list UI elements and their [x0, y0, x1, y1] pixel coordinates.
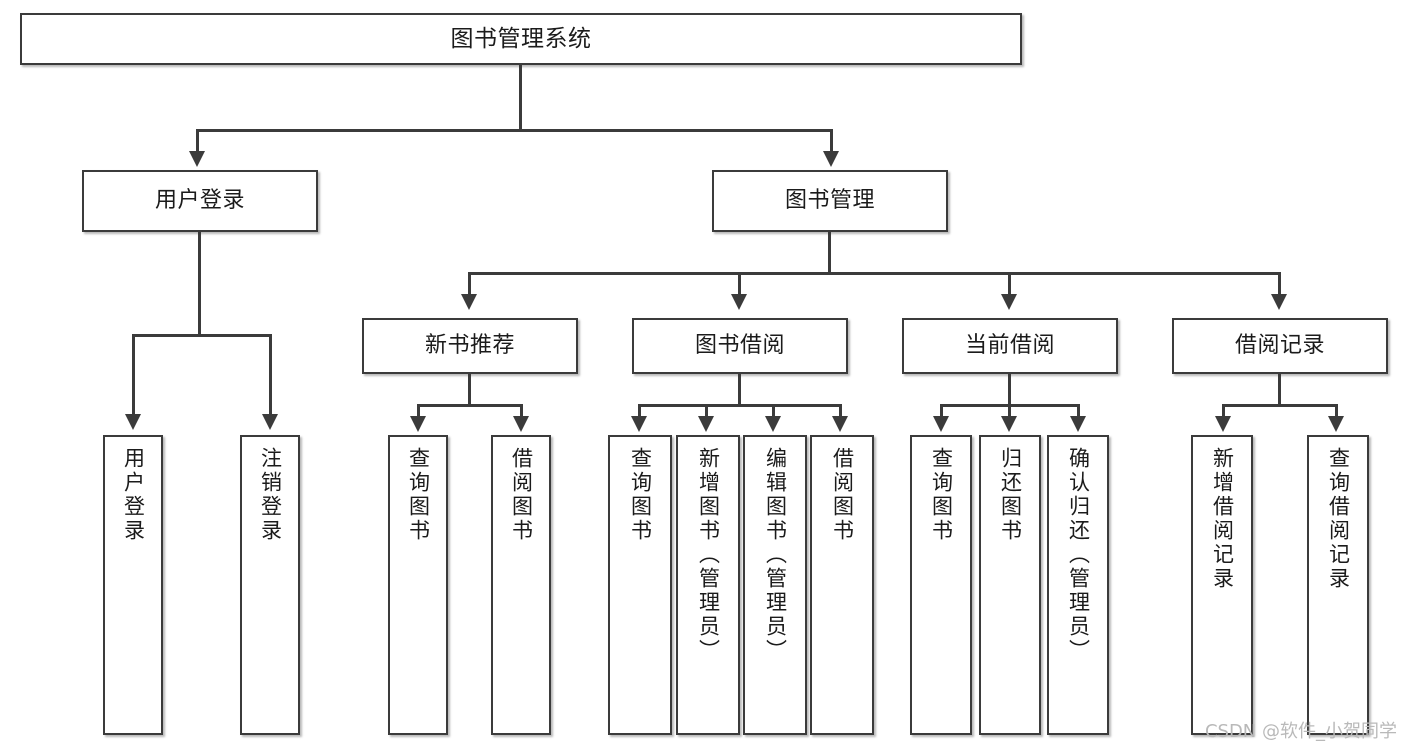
leaf-user-login-login[interactable]: 用户登录 — [103, 435, 163, 735]
connector-to-book-management — [830, 129, 833, 153]
arrowhead-borrow-record-leaf1 — [1215, 416, 1231, 432]
leaf-user-login-logout[interactable]: 注销登录 — [240, 435, 300, 735]
node-label: 编辑图书（管理员） — [763, 447, 788, 663]
node-label: 当前借阅 — [964, 333, 1055, 359]
node-book-management[interactable]: 图书管理 — [712, 170, 948, 232]
node-borrow-record[interactable]: 借阅记录 — [1172, 318, 1388, 374]
node-root-book-management-system[interactable]: 图书管理系统 — [20, 13, 1022, 65]
arrowhead-new-book-recommend — [461, 294, 477, 310]
arrowhead-current-borrow-leaf3 — [1070, 416, 1086, 432]
connector-book-borrow-leaf3 — [772, 404, 775, 418]
node-label: 借阅图书 — [830, 447, 855, 543]
arrowhead-current-borrow — [1001, 294, 1017, 310]
connector-to-current-borrow — [1008, 272, 1011, 296]
node-label: 新书推荐 — [424, 333, 515, 359]
arrowhead-book-borrow-leaf2 — [698, 416, 714, 432]
node-label: 查询借阅记录 — [1326, 447, 1351, 591]
node-label: 确认归还（管理员） — [1066, 447, 1091, 663]
node-label: 查询图书 — [929, 447, 954, 543]
node-label: 借阅图书 — [509, 447, 534, 543]
leaf-book-borrow-add-book-admin[interactable]: 新增图书（管理员） — [676, 435, 740, 735]
node-label: 查询图书 — [628, 447, 653, 543]
connector-user-login-leaf1 — [132, 334, 135, 416]
leaf-current-borrow-return-book[interactable]: 归还图书 — [979, 435, 1041, 735]
leaf-book-borrow-edit-book-admin[interactable]: 编辑图书（管理员） — [743, 435, 807, 735]
node-current-borrow[interactable]: 当前借阅 — [902, 318, 1118, 374]
arrowhead-book-borrow-leaf4 — [832, 416, 848, 432]
arrowhead-book-borrow — [731, 294, 747, 310]
leaf-current-borrow-query-book[interactable]: 查询图书 — [910, 435, 972, 735]
arrowhead-new-book-recommend-leaf1 — [410, 416, 426, 432]
connector-new-book-recommend-stem — [468, 374, 471, 406]
leaf-book-borrow-borrow-book[interactable]: 借阅图书 — [810, 435, 874, 735]
node-label: 注销登录 — [258, 447, 283, 543]
arrowhead-borrow-record — [1271, 294, 1287, 310]
connector-user-login-bus — [132, 334, 272, 337]
connector-current-borrow-leaf1 — [940, 404, 943, 418]
connector-book-management-stem — [828, 232, 831, 274]
connector-book-borrow-leaf2 — [705, 404, 708, 418]
connector-borrow-record-bus — [1222, 404, 1338, 407]
connector-level3-bus — [468, 272, 1280, 275]
connector-current-borrow-leaf2 — [1008, 404, 1011, 418]
connector-to-user-login — [196, 129, 199, 153]
connector-borrow-record-leaf2 — [1335, 404, 1338, 418]
node-user-login[interactable]: 用户登录 — [82, 170, 318, 232]
node-label: 图书管理系统 — [450, 25, 592, 52]
arrowhead-book-management — [823, 151, 839, 167]
connector-level2-bus — [196, 129, 833, 132]
connector-new-book-recommend-leaf2 — [520, 404, 523, 418]
connector-book-borrow-leaf1 — [638, 404, 641, 418]
leaf-borrow-record-add-record[interactable]: 新增借阅记录 — [1191, 435, 1253, 735]
connector-to-new-book-recommend — [468, 272, 471, 296]
arrowhead-user-login-leaf2 — [262, 414, 278, 430]
arrowhead-borrow-record-leaf2 — [1328, 416, 1344, 432]
node-label: 图书借阅 — [694, 333, 785, 359]
arrowhead-user-login-leaf1 — [125, 414, 141, 430]
node-label: 新增借阅记录 — [1210, 447, 1235, 591]
connector-borrow-record-stem — [1278, 374, 1281, 406]
arrowhead-new-book-recommend-leaf2 — [513, 416, 529, 432]
node-label: 查询图书 — [406, 447, 431, 543]
connector-book-borrow-bus — [638, 404, 842, 407]
node-book-borrow[interactable]: 图书借阅 — [632, 318, 848, 374]
node-new-book-recommend[interactable]: 新书推荐 — [362, 318, 578, 374]
node-label: 借阅记录 — [1234, 333, 1325, 359]
arrowhead-current-borrow-leaf1 — [933, 416, 949, 432]
connector-new-book-recommend-bus — [417, 404, 523, 407]
leaf-new-book-recommend-borrow-book[interactable]: 借阅图书 — [491, 435, 551, 735]
connector-root-stem — [519, 65, 522, 131]
connector-borrow-record-leaf1 — [1222, 404, 1225, 418]
connector-book-borrow-stem — [738, 374, 741, 406]
connector-user-login-leaf2 — [269, 334, 272, 416]
leaf-book-borrow-query-book[interactable]: 查询图书 — [608, 435, 672, 735]
connector-to-book-borrow — [738, 272, 741, 296]
node-label: 新增图书（管理员） — [696, 447, 721, 663]
connector-to-borrow-record — [1278, 272, 1281, 296]
connector-user-login-stem — [198, 232, 201, 336]
connector-current-borrow-stem — [1008, 374, 1011, 406]
node-label: 用户登录 — [154, 188, 245, 214]
leaf-current-borrow-confirm-return-admin[interactable]: 确认归还（管理员） — [1047, 435, 1109, 735]
node-label: 归还图书 — [998, 447, 1023, 543]
arrowhead-book-borrow-leaf3 — [765, 416, 781, 432]
connector-book-borrow-leaf4 — [839, 404, 842, 418]
connector-new-book-recommend-leaf1 — [417, 404, 420, 418]
arrowhead-book-borrow-leaf1 — [631, 416, 647, 432]
node-label: 图书管理 — [784, 188, 875, 214]
leaf-borrow-record-query-record[interactable]: 查询借阅记录 — [1307, 435, 1369, 735]
arrowhead-current-borrow-leaf2 — [1001, 416, 1017, 432]
connector-current-borrow-leaf3 — [1077, 404, 1080, 418]
node-label: 用户登录 — [121, 447, 146, 543]
arrowhead-user-login — [189, 151, 205, 167]
leaf-new-book-recommend-query-book[interactable]: 查询图书 — [388, 435, 448, 735]
